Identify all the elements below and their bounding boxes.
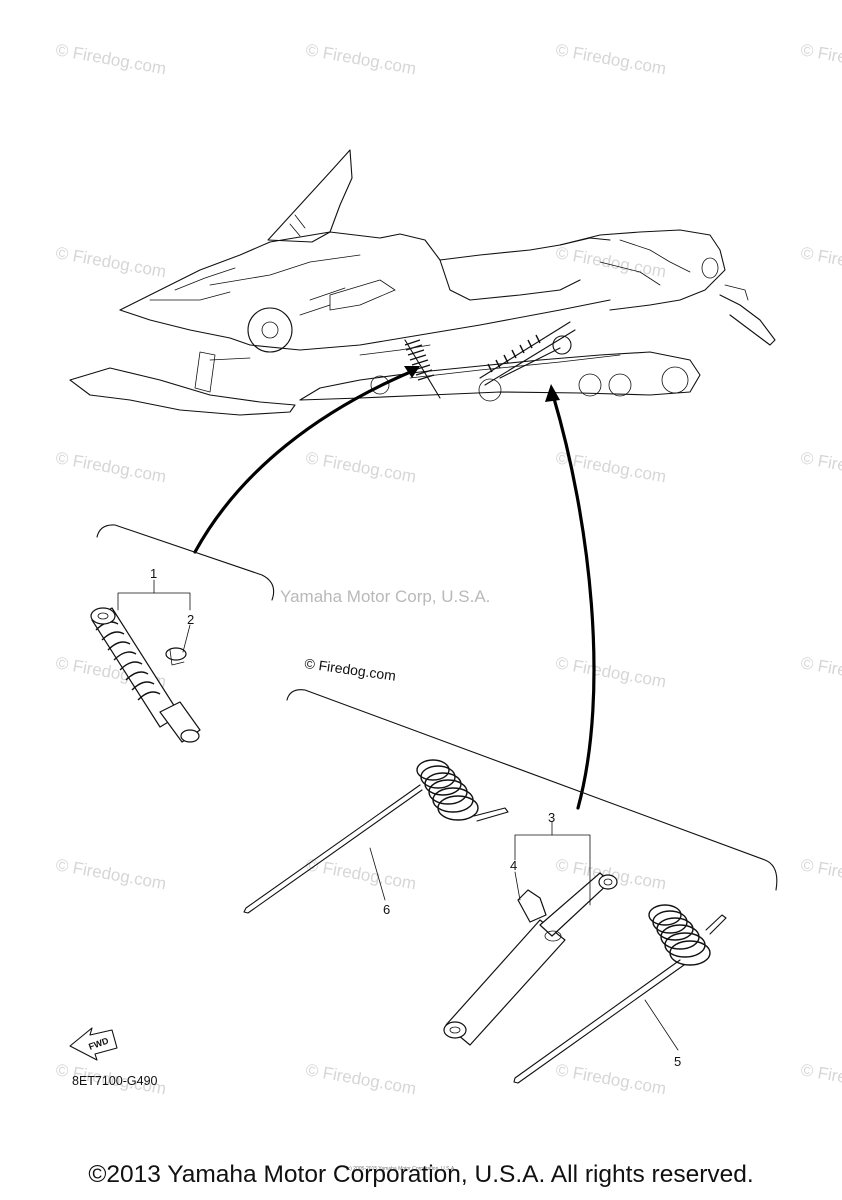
watermark-text: © Firedog.com xyxy=(554,1060,667,1098)
group-brackets xyxy=(96,524,778,891)
reference-code: 8ET7100-G490 xyxy=(72,1074,158,1088)
copyright-notice: ©2013 Yamaha Motor Corporation, U.S.A. A… xyxy=(88,1161,754,1188)
watermark-text: © Firedog.com xyxy=(304,40,417,78)
callout-6: 6 xyxy=(383,902,390,917)
callout-leaders xyxy=(117,579,679,1051)
watermark-text: © Firedog.com xyxy=(799,243,842,281)
watermark-text: © Firedog.com xyxy=(304,448,417,486)
center-watermark-company: Yamaha Motor Corp, U.S.A. xyxy=(280,587,490,606)
watermark-layer: © Firedog.com © Firedog.com © Firedog.co… xyxy=(54,40,842,1098)
callout-1: 1 xyxy=(150,566,157,581)
watermark-text: © Firedog.com xyxy=(799,40,842,78)
callout-4: 4 xyxy=(510,858,517,873)
watermark-text: © Firedog.com xyxy=(799,1060,842,1098)
watermark-text: © Firedog.com xyxy=(304,1060,417,1098)
center-watermark-site: © Firedog.com xyxy=(304,655,397,684)
watermark-text: © Firedog.com xyxy=(554,40,667,78)
fwd-label: FWD xyxy=(87,1035,110,1052)
watermark-text: © Firedog.com xyxy=(799,448,842,486)
snowmobile-illustration xyxy=(69,149,776,416)
pointer-arrows xyxy=(193,366,596,810)
callout-2: 2 xyxy=(187,612,194,627)
watermark-text: © Firedog.com xyxy=(554,243,667,281)
small-print: (c) 2005-2015 Yamaha Motor Corporation, … xyxy=(346,1166,456,1172)
front-shock-absorber xyxy=(90,607,201,743)
watermark-text: © Firedog.com xyxy=(554,653,667,691)
callout-5: 5 xyxy=(674,1054,681,1069)
torsion-spring-left xyxy=(243,759,509,914)
watermark-text: © Firedog.com xyxy=(54,855,167,893)
rear-shock-absorber xyxy=(443,872,618,1046)
watermark-text: © Firedog.com xyxy=(54,40,167,78)
watermark-text: © Firedog.com xyxy=(799,855,842,893)
watermark-text: © Firedog.com xyxy=(54,448,167,486)
callout-3: 3 xyxy=(548,810,555,825)
torsion-spring-right xyxy=(513,904,727,1084)
watermark-text: © Firedog.com xyxy=(799,653,842,691)
watermark-text: © Firedog.com xyxy=(54,243,167,281)
fwd-arrow-icon: FWD xyxy=(69,1027,118,1061)
